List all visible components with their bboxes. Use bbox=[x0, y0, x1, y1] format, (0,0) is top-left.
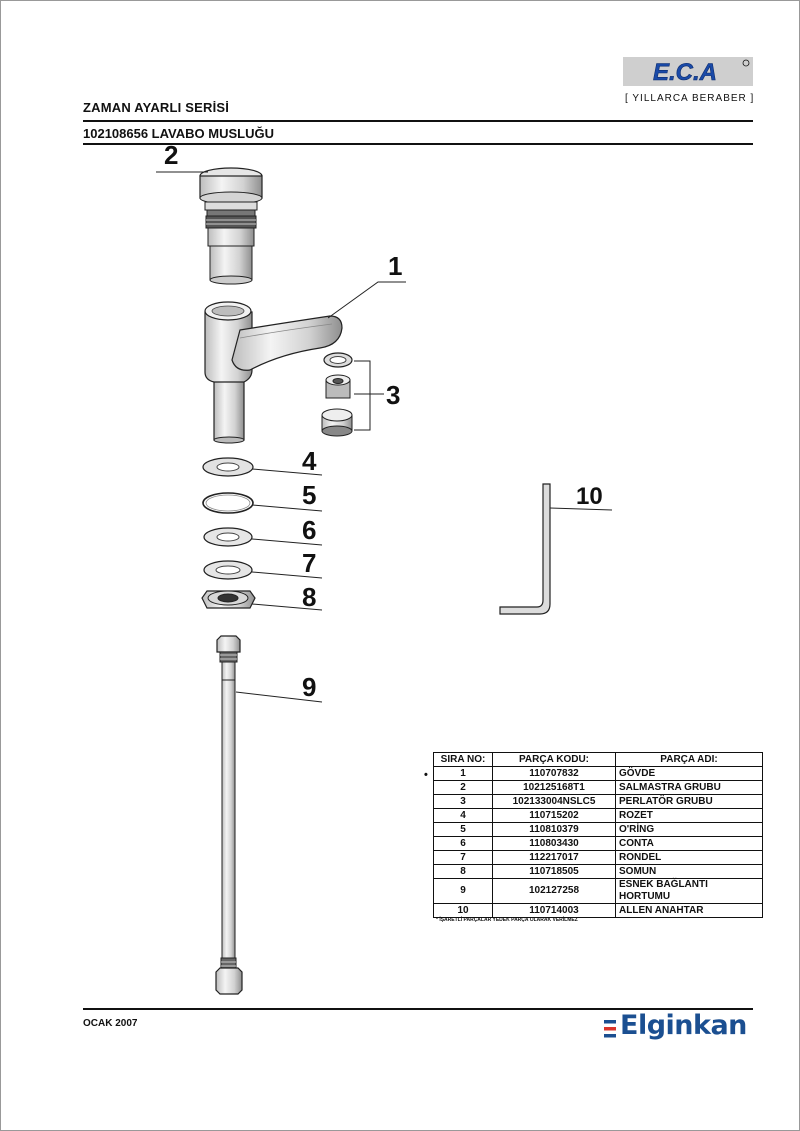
header-rule bbox=[83, 120, 753, 122]
row-name: ROZET bbox=[615, 808, 763, 823]
leader-8 bbox=[251, 603, 323, 611]
leader-4 bbox=[251, 468, 323, 476]
header-part-code: PARÇA KODU: bbox=[492, 752, 616, 767]
callout-6: 6 bbox=[302, 515, 316, 545]
row-code: 102133004NSLC5 bbox=[492, 794, 616, 809]
row-no: 3 bbox=[433, 794, 493, 809]
brand-tagline: [ YILLARCA BERABER ] bbox=[625, 93, 755, 104]
part-2-cartridge bbox=[199, 167, 263, 285]
row-code: 102125168T1 bbox=[492, 780, 616, 795]
row-name: RONDEL bbox=[615, 850, 763, 865]
table-row: 2 102125168T1 SALMASTRA GRUBU bbox=[433, 780, 763, 795]
callout-9: 9 bbox=[302, 672, 316, 702]
table-row: 4 110715202 ROZET bbox=[433, 808, 763, 823]
callout-2: 2 bbox=[164, 140, 178, 170]
row-no: 5 bbox=[433, 822, 493, 837]
part-5-oring bbox=[202, 492, 254, 514]
table-row: 9 102127258 ESNEK BAĞLANTI HORTUMU bbox=[433, 878, 763, 904]
table-row: 3 102133004NSLC5 PERLATÖR GRUBU bbox=[433, 794, 763, 809]
row-no: 2 bbox=[433, 780, 493, 795]
eca-logo-graphic: E.C.A bbox=[653, 59, 750, 86]
row-no: 9 bbox=[433, 878, 493, 904]
row-name: CONTA bbox=[615, 836, 763, 851]
row-name: O'RİNG bbox=[615, 822, 763, 837]
table-header-row: SIRA NO: PARÇA KODU: PARÇA ADI: bbox=[433, 752, 763, 767]
spare-part-marker: • bbox=[424, 769, 428, 781]
callout-1: 1 bbox=[388, 251, 402, 281]
row-name: ALLEN ANAHTAR bbox=[615, 903, 763, 918]
row-no: 7 bbox=[433, 850, 493, 865]
row-code: 110718505 bbox=[492, 864, 616, 879]
table-footnote: * İŞARETLİ PARÇALAR YEDEK PARÇA OLARAK V… bbox=[436, 917, 578, 923]
row-code: 102127258 bbox=[492, 878, 616, 904]
title-rule bbox=[83, 143, 753, 145]
table-row: 7 112217017 RONDEL bbox=[433, 850, 763, 865]
row-code: 112217017 bbox=[492, 850, 616, 865]
part-1-body bbox=[204, 301, 343, 444]
callout-7: 7 bbox=[302, 548, 316, 578]
eca-logo-text: E.C.A bbox=[653, 59, 717, 86]
row-code: 110714003 bbox=[492, 903, 616, 918]
product-title: 102108656 LAVABO MUSLUĞU bbox=[83, 126, 274, 141]
callout-5: 5 bbox=[302, 480, 316, 510]
table-row: 1 110707832 GÖVDE bbox=[433, 766, 763, 781]
leader-7 bbox=[251, 571, 323, 579]
leader-1 bbox=[327, 281, 406, 319]
header-part-name: PARÇA ADI: bbox=[615, 752, 763, 767]
row-name: ESNEK BAĞLANTI HORTUMU bbox=[615, 878, 763, 904]
header-order-no: SIRA NO: bbox=[433, 752, 493, 767]
row-name: SOMUN bbox=[615, 864, 763, 879]
part-7-washer bbox=[203, 560, 253, 580]
row-code: 110707832 bbox=[492, 766, 616, 781]
series-title: ZAMAN AYARLI SERİSİ bbox=[83, 100, 230, 115]
row-no: 10 bbox=[433, 903, 493, 918]
elginkan-logo-mark bbox=[604, 1020, 616, 1038]
part-10-allen-key bbox=[499, 483, 551, 615]
leader-6 bbox=[251, 538, 323, 546]
callout-8: 8 bbox=[302, 582, 316, 612]
part-8-nut bbox=[201, 590, 256, 609]
callout-3: 3 bbox=[386, 380, 400, 410]
part-6-gasket bbox=[203, 527, 253, 547]
row-name: SALMASTRA GRUBU bbox=[615, 780, 763, 795]
bracket-3 bbox=[354, 360, 371, 431]
leader-9 bbox=[235, 691, 323, 703]
table-row: 6 110803430 CONTA bbox=[433, 836, 763, 851]
row-no: 6 bbox=[433, 836, 493, 851]
row-no: 8 bbox=[433, 864, 493, 879]
callout-10: 10 bbox=[576, 483, 603, 510]
table-row: 8 110718505 SOMUN bbox=[433, 864, 763, 879]
row-no: 1 bbox=[433, 766, 493, 781]
row-no: 4 bbox=[433, 808, 493, 823]
row-code: 110803430 bbox=[492, 836, 616, 851]
table-row: 10 110714003 ALLEN ANAHTAR bbox=[433, 903, 763, 918]
elginkan-logo-text: Elginkan bbox=[620, 1010, 747, 1041]
leader-10 bbox=[549, 507, 613, 511]
document-date: OCAK 2007 bbox=[83, 1018, 138, 1029]
row-name: GÖVDE bbox=[615, 766, 763, 781]
row-code: 110715202 bbox=[492, 808, 616, 823]
row-code: 110810379 bbox=[492, 822, 616, 837]
part-9-hose bbox=[215, 635, 243, 995]
row-name: PERLATÖR GRUBU bbox=[615, 794, 763, 809]
eca-logo: E.C.A bbox=[623, 57, 753, 86]
part-3-aerator bbox=[321, 352, 353, 437]
parts-table: SIRA NO: PARÇA KODU: PARÇA ADI: 1 110707… bbox=[433, 752, 763, 918]
table-row: 5 110810379 O'RİNG bbox=[433, 822, 763, 837]
callout-4: 4 bbox=[302, 446, 317, 476]
footer-rule bbox=[83, 1008, 753, 1010]
leader-5 bbox=[251, 504, 323, 512]
part-4-rosette bbox=[202, 457, 254, 477]
